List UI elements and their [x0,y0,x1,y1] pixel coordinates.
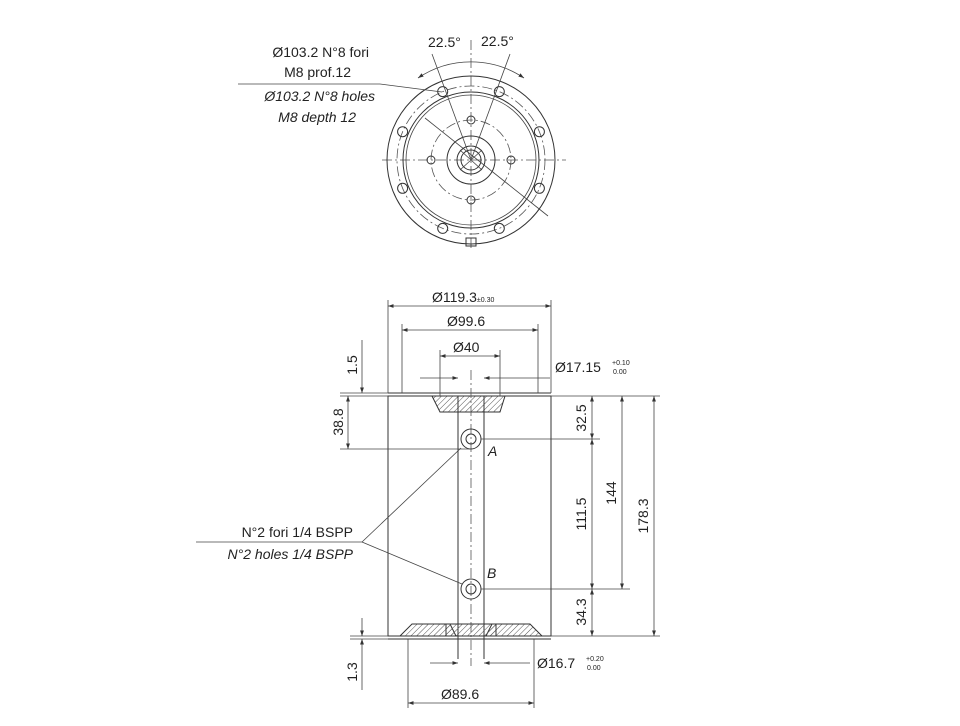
overall-inner-label: 144 [603,481,619,505]
bottom-section-hatch-center [445,623,497,637]
angle-arc [417,61,525,79]
inner-hole [466,115,476,125]
dia-outer-label: Ø119.3±0.30 [432,289,494,305]
bolt-hole [493,86,505,98]
bolt-hole [437,222,449,234]
angle-ext-left [431,53,472,161]
port-a-label: A [487,443,497,459]
holes-note-it-1: Ø103.2 N°8 fori [272,44,369,60]
top-hub-outer [446,135,496,185]
top-inner-circle [402,91,540,229]
port-a-left-label: 38.8 [330,408,346,435]
ports-leader-a [361,447,462,543]
port-a-right-label: 32.5 [573,404,589,431]
holes-note-it-2: M8 prof.12 [284,64,351,80]
inner-hole [506,155,516,165]
angle-ext-right [470,53,511,161]
ports-note-en: N°2 holes 1/4 BSPP [228,546,354,562]
angle-right-label: 22.5° [481,33,514,49]
top-bolt-circle [396,85,546,235]
front-body [387,395,552,637]
top-hub-bore [460,149,482,171]
inner-hole [466,195,476,205]
bore-top-tol-low: 0.00 [613,369,627,376]
port-spacing-label: 111.5 [573,497,589,530]
port-b-bottom-label: 34.3 [573,598,589,625]
port-b-inner [465,583,477,595]
dia-bottom-label: Ø89.6 [441,686,479,702]
top-hub-mid [456,145,486,175]
top-inner-circle-2 [405,94,537,226]
bolt-hole [493,222,505,234]
top-lip-label: 1.5 [344,355,360,375]
holes-leader-diag [379,83,443,93]
top-view: 22.5° 22.5° Ø103.2 N°8 fori M8 prof.12 Ø… [238,33,566,248]
bore-top-label: Ø17.15 [555,359,601,375]
ports-leader-b [361,541,463,585]
bore-top-tol-up: +0.10 [612,360,630,367]
top-inner-holes [426,115,516,205]
port-a-inner [465,433,477,445]
holes-note-en-2: M8 depth 12 [278,109,356,125]
bore-bottom-label: Ø16.7 [537,655,575,671]
inner-hole [426,155,436,165]
ports-note-it: N°2 fori 1/4 BSPP [242,524,353,540]
bolt-hole [533,126,545,138]
bore-bottom-tol-up: +0.20 [586,656,604,663]
top-bolt-holes [397,86,545,234]
bottom-lip-label: 1.3 [344,662,360,682]
top-section-hatch [431,395,506,413]
dia-center-label: Ø40 [453,339,480,355]
bore-bottom-tol-low: 0.00 [587,665,601,672]
port-b-label: B [487,565,496,581]
dia-inner-label: Ø99.6 [447,313,485,329]
bolt-hole [397,126,409,138]
bolt-hole [533,182,545,194]
angle-left-label: 22.5° [428,34,461,50]
front-view: A B Ø119.3±0.30 Ø99.6 Ø40 Ø17.15 +0.10 [196,289,660,708]
top-pitch-circle [430,119,512,201]
bolt-hole [397,182,409,194]
overall-label: 178.3 [635,498,651,533]
top-nub [465,237,477,247]
holes-note-en-1: Ø103.2 N°8 holes [263,88,375,104]
top-diagonal-line [424,117,549,217]
